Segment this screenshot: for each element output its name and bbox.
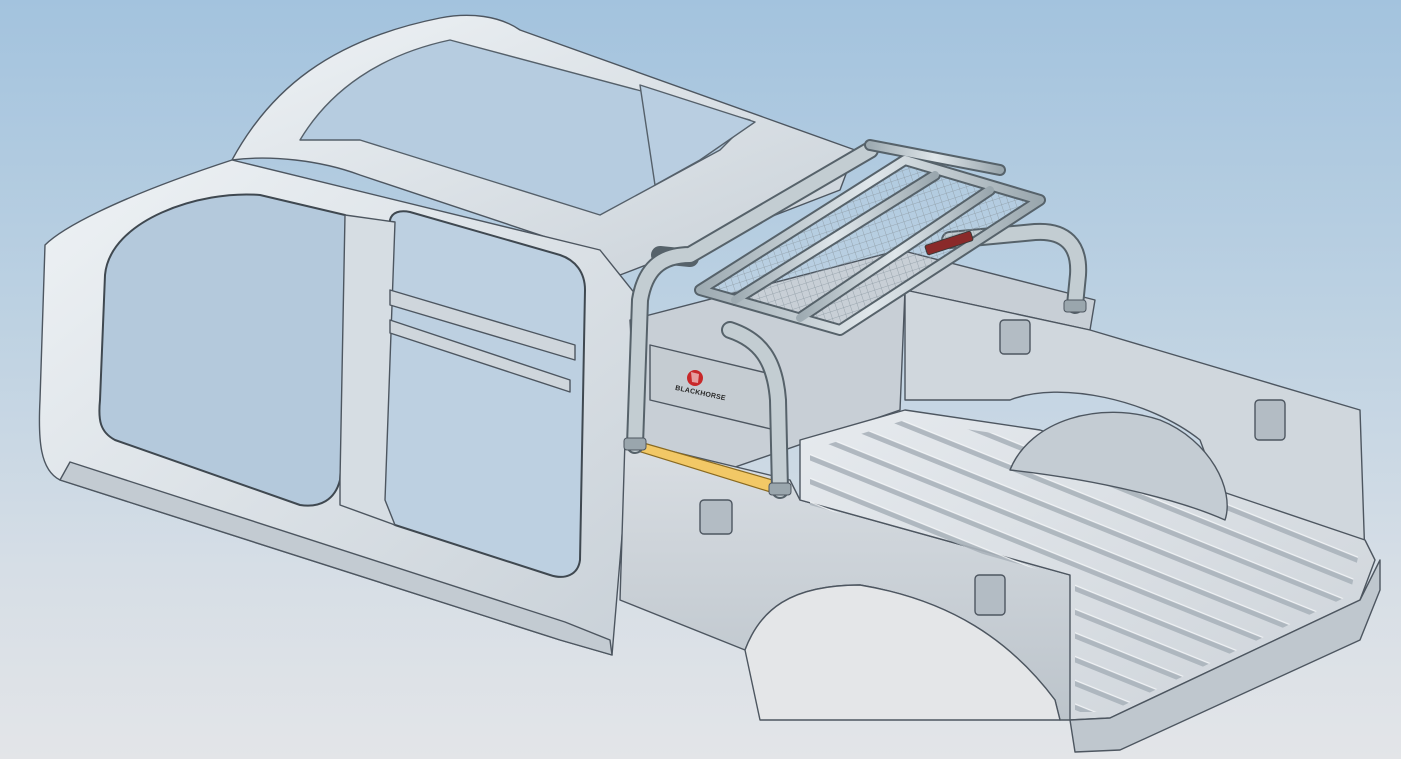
pickup-bed[interactable]	[619, 249, 1381, 753]
basket-crossbar	[796, 186, 994, 322]
third-brake-light	[924, 230, 974, 256]
roll-bar-leg-front	[628, 143, 877, 452]
horse-head-icon	[691, 372, 699, 383]
cross-member-upper	[389, 289, 576, 361]
cab-body[interactable]	[38, 14, 856, 656]
b-pillar	[339, 214, 396, 526]
wheel-tub-far	[1009, 411, 1228, 521]
roll-bar[interactable]	[623, 141, 1088, 499]
cross-member-lower	[389, 319, 571, 393]
basket-frame	[696, 156, 1044, 334]
basket-rail	[866, 141, 1004, 174]
rocker-panel	[59, 461, 613, 656]
stake-pocket	[1254, 399, 1286, 441]
basket-mesh	[700, 160, 1040, 330]
bed-floor-ribs	[810, 420, 1360, 712]
wheel-arch-near	[744, 584, 1061, 721]
rear-window-opening	[639, 84, 756, 186]
roll-bar-foot	[623, 437, 647, 451]
basket-crossbar	[731, 171, 939, 304]
roof-basket[interactable]	[694, 139, 1046, 336]
roll-bar-foot	[768, 482, 792, 496]
stake-pocket	[999, 319, 1031, 355]
roll-bar-foot	[1063, 299, 1087, 313]
stake-pocket	[974, 574, 1006, 616]
bed-rear-sill	[1069, 559, 1381, 753]
roll-bar-leg-rear	[723, 323, 787, 497]
roll-bar-leg-far	[943, 224, 1086, 312]
rear-door-opening	[382, 210, 586, 578]
stake-pocket	[699, 499, 733, 535]
